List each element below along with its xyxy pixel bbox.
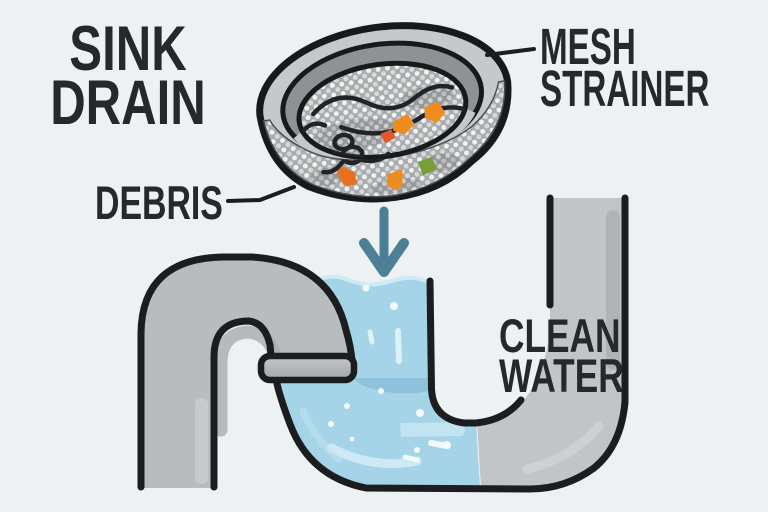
trap-gray-body (477, 198, 625, 488)
left-pipe-body (141, 257, 352, 488)
hair-strand (301, 121, 328, 133)
pipe-flange (257, 352, 358, 384)
water-light-band (400, 422, 465, 437)
label-clean-water: CLEAN WATER (499, 309, 624, 402)
bend-highlight (522, 421, 604, 474)
title-line-2: DRAIN (50, 68, 206, 138)
water-streak-arc (326, 443, 422, 469)
hair-strand (321, 160, 345, 175)
debris-chunk-orange (393, 113, 415, 135)
water-shadow-under-flange (354, 378, 430, 394)
water-dash-1 (402, 454, 420, 463)
debris-chunk-red (380, 129, 396, 144)
water-streak-arc-2 (299, 407, 343, 463)
trap-inner-outline (426, 277, 525, 427)
trap-outer-outline (272, 194, 629, 493)
debris-chunk-orange (424, 101, 446, 123)
water-surface-highlight (313, 274, 433, 287)
callout-lines (226, 47, 536, 203)
riser-shadow-strip (606, 210, 620, 370)
debris-chunk-green (417, 156, 438, 176)
left-pipe-inner-outline (210, 317, 275, 491)
callout-line-debris (226, 185, 296, 203)
arrow-head (359, 238, 409, 277)
hair-strand (358, 151, 391, 164)
water-dash-2 (428, 440, 450, 449)
pipe-outlines (137, 194, 629, 493)
title-line-1: SINK (69, 14, 187, 84)
callout-line-mesh-strainer (485, 47, 536, 57)
clean-water-line-1: CLEAN (499, 309, 621, 362)
strainer-front-mesh (262, 80, 506, 198)
label-debris: DEBRIS (95, 176, 223, 229)
down-arrow-icon (359, 206, 409, 277)
p-trap-right-pipe (477, 198, 625, 488)
clean-water-line-2: WATER (499, 349, 624, 402)
mesh-strainer-line-2: STRAINER (540, 60, 710, 117)
mesh-strainer-line-1: MESH (540, 18, 636, 75)
mesh-strainer-illustration (256, 22, 512, 203)
page-title: SINK DRAIN (50, 14, 206, 138)
hair-strand (339, 105, 473, 136)
hair-strand (311, 83, 455, 117)
debris-chunk-orange (337, 167, 357, 186)
left-pipe-outer-outline (137, 253, 356, 491)
debris-chunk-orange (386, 169, 403, 191)
debris-text: DEBRIS (95, 176, 223, 229)
water-streak-vertical (395, 328, 402, 364)
hair-debris (301, 83, 473, 175)
left-pipe-light-strip (195, 398, 208, 484)
water-streak-small (367, 329, 375, 345)
food-debris (337, 101, 446, 191)
label-mesh-strainer: MESH STRAINER (540, 18, 710, 117)
